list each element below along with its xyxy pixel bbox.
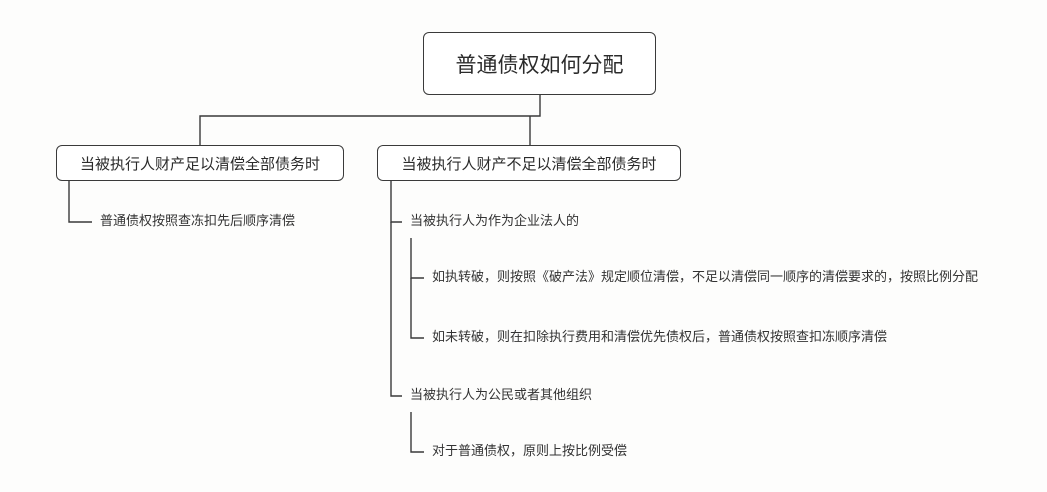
sub1-connector-2 [410, 278, 424, 339]
leaf-node-bankruptcy-transfer: 如执转破，则按照《破产法》规定顺位清偿，不足以清偿同一顺序的清偿要求的，按照比例… [432, 270, 979, 285]
right-branch-connector-2 [390, 222, 402, 397]
branch-node-label: 当被执行人财产足以清偿全部债务时 [79, 154, 320, 173]
sub1-connector-1 [410, 238, 424, 279]
root-connector [199, 95, 541, 145]
leaf-node-no-bankruptcy-transfer: 如未转破，则在扣除执行费用和清偿优先债权后，普通债权按照查扣冻顺序清偿 [432, 330, 888, 345]
branch-node-insufficient: 当被执行人财产不足以清偿全部债务时 [377, 145, 681, 181]
sub-branch-enterprise: 当被执行人为作为企业法人的 [410, 214, 580, 229]
sub-branch-citizen-organization: 当被执行人为公民或者其他组织 [410, 388, 593, 403]
right-branch-connector-1 [390, 181, 402, 223]
branch-node-label: 当被执行人财产不足以清偿全部债务时 [401, 154, 657, 173]
left-branch-connector [68, 181, 92, 223]
root-node: 普通债权如何分配 [423, 32, 656, 95]
branch-node-sufficient: 当被执行人财产足以清偿全部债务时 [56, 145, 344, 181]
sub2-connector [410, 412, 424, 453]
root-node-label: 普通债权如何分配 [455, 52, 624, 77]
leaf-node-proportional-repayment: 对于普通债权，原则上按比例受偿 [432, 444, 628, 459]
leaf-node-sequential-repayment: 普通债权按照查冻扣先后顺序清偿 [100, 214, 296, 229]
